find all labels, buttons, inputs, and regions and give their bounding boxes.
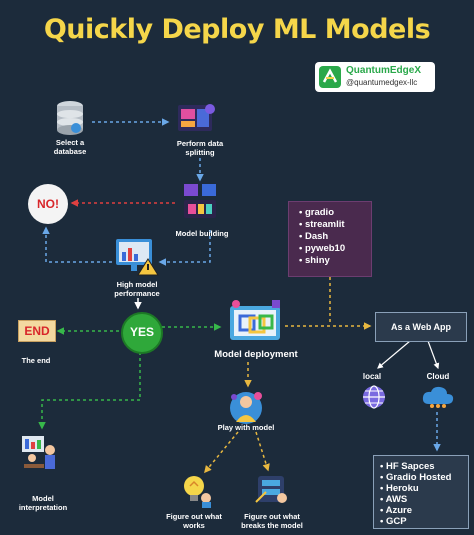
label-local: local <box>362 372 382 381</box>
tool-item: pyweb10 <box>299 243 371 255</box>
label-model-deployment: Model deployment <box>214 349 298 360</box>
label-cloud: Cloud <box>426 372 450 381</box>
label-data-splitting: Perform data splitting <box>176 139 224 157</box>
framework-tools-box: gradio streamlit Dash pyweb10 shiny <box>288 201 372 277</box>
no-label: NO! <box>37 197 59 211</box>
brand-logo-icon <box>319 66 341 88</box>
idea-lightbulb-icon <box>184 476 211 508</box>
end-sign: END <box>18 320 56 342</box>
platform-item: Gradio Hosted <box>380 472 468 483</box>
label-select-database: Select a database <box>53 138 87 156</box>
brand-handle: @quantumedgex-llc <box>346 78 418 87</box>
arrow-perf-to-no <box>42 226 112 263</box>
web-app-box: As a Web App <box>375 312 467 342</box>
end-sign-label: END <box>24 324 50 338</box>
label-figure-out-works: Figure out what works <box>166 512 222 530</box>
arrow-play-to-works <box>204 431 239 474</box>
tool-item: Dash <box>299 231 371 243</box>
platform-item: Heroku <box>380 483 468 494</box>
model-deployment-icon <box>230 300 280 340</box>
diagram-title: Quickly Deploy ML Models <box>43 14 431 45</box>
broken-model-icon <box>255 476 287 503</box>
database-icon <box>57 101 83 135</box>
arrow-play-to-breaks <box>255 431 270 472</box>
play-with-model-icon <box>230 392 262 424</box>
arrow-webapp-to-local <box>377 340 411 369</box>
model-interpretation-icon <box>22 436 55 469</box>
data-splitting-icon <box>178 104 215 131</box>
model-building-icon <box>184 184 216 218</box>
label-model-building: Model building <box>175 229 229 238</box>
arrow-webapp-to-cloud <box>427 340 440 370</box>
cloud-platforms-box: HF Sapces Gradio Hosted Heroku AWS Azure… <box>373 455 469 529</box>
label-the-end: The end <box>21 356 51 365</box>
yes-decision-badge: YES <box>121 312 163 354</box>
platform-item: AWS <box>380 494 468 505</box>
platform-item: GCP <box>380 516 468 527</box>
globe-icon <box>363 385 385 409</box>
platform-item: Azure <box>380 505 468 516</box>
brand-name: QuantumEdgeX <box>346 65 422 76</box>
tool-item: gradio <box>299 207 371 219</box>
brand-badge: QuantumEdgeX @quantumedgex-llc <box>315 62 435 92</box>
no-decision-badge: NO! <box>28 184 68 224</box>
tool-item: shiny <box>299 255 371 267</box>
performance-chart-icon <box>116 239 159 276</box>
label-figure-out-breaks: Figure out what breaks the model <box>241 512 303 530</box>
arrow-build-to-perf <box>158 230 211 266</box>
yes-label: YES <box>129 325 154 339</box>
label-play-with-model: Play with model <box>217 423 275 432</box>
platform-item: HF Sapces <box>380 461 468 472</box>
label-high-performance: High model performance <box>114 280 160 298</box>
tool-item: streamlit <box>299 219 371 231</box>
cloud-icon <box>422 386 454 408</box>
arrow-yes-to-interp <box>38 352 141 430</box>
label-model-interpretation: Model interpretation <box>18 494 68 512</box>
